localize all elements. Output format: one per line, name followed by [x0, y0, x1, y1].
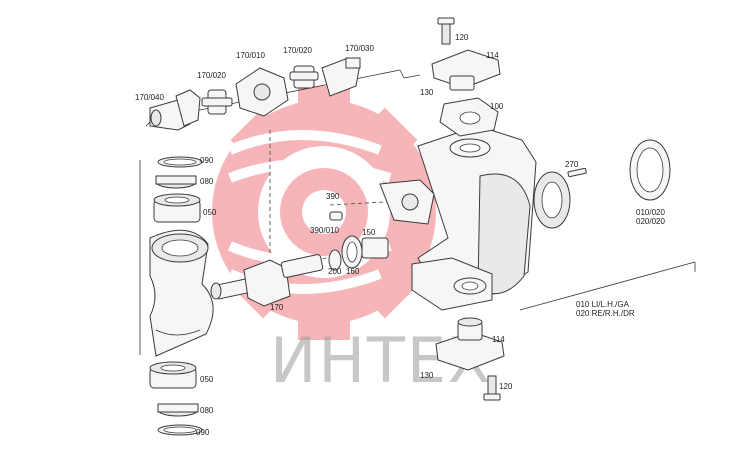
- steering-knuckle: [379, 125, 571, 311]
- label-080-bottom: 080: [200, 406, 214, 415]
- label-090-top: 090: [200, 156, 214, 165]
- part-labels: 120 114 130 100 170/010 170/020 170/020 …: [135, 33, 665, 437]
- label-170-020a: 170/020: [197, 71, 226, 80]
- seal-ring: [629, 139, 671, 201]
- axle-housing: [149, 229, 214, 357]
- pin-270: [567, 167, 587, 178]
- label-160: 160: [346, 267, 360, 276]
- label-050-top: 050: [203, 208, 217, 217]
- bearing-stack-bottom: [149, 361, 203, 436]
- label-390-010: 390/010: [310, 226, 339, 235]
- label-170-010: 170/010: [236, 51, 265, 60]
- gear-teeth: [533, 171, 571, 229]
- label-114-top: 114: [486, 51, 499, 60]
- label-120-bottom: 120: [499, 382, 513, 391]
- label-170-040: 170/040: [135, 93, 164, 102]
- label-080-top: 080: [200, 177, 214, 186]
- label-100: 100: [490, 102, 504, 111]
- label-120-top: 120: [455, 33, 469, 42]
- label-390: 390: [326, 192, 340, 201]
- label-200: 200: [328, 267, 342, 276]
- label-130-bottom: 130: [420, 371, 434, 380]
- label-170-030: 170/030: [345, 44, 374, 53]
- bearing-stack-top: [153, 156, 203, 223]
- label-114-bottom: 114: [492, 335, 505, 344]
- label-020-020: 020/020: [636, 217, 665, 226]
- label-090-bottom: 090: [196, 428, 210, 437]
- label-170-020b: 170/020: [283, 46, 312, 55]
- label-050-bottom: 050: [200, 375, 214, 384]
- universal-joint-top: [149, 57, 361, 131]
- kingpin-cap-bottom: [435, 317, 505, 401]
- label-170: 170: [270, 303, 284, 312]
- drive-shaft-joint: [210, 211, 389, 307]
- kingpin-cap-top: [431, 17, 501, 137]
- label-010-020: 010/020: [636, 208, 665, 217]
- label-150: 150: [362, 228, 376, 237]
- label-270: 270: [565, 160, 579, 169]
- label-side-re: 020 RE/R.H./DR: [576, 309, 635, 318]
- gear-watermark-icon: [212, 86, 436, 340]
- label-side-li: 010 LI/L.H./GA: [576, 300, 630, 309]
- label-130-top: 130: [420, 88, 434, 97]
